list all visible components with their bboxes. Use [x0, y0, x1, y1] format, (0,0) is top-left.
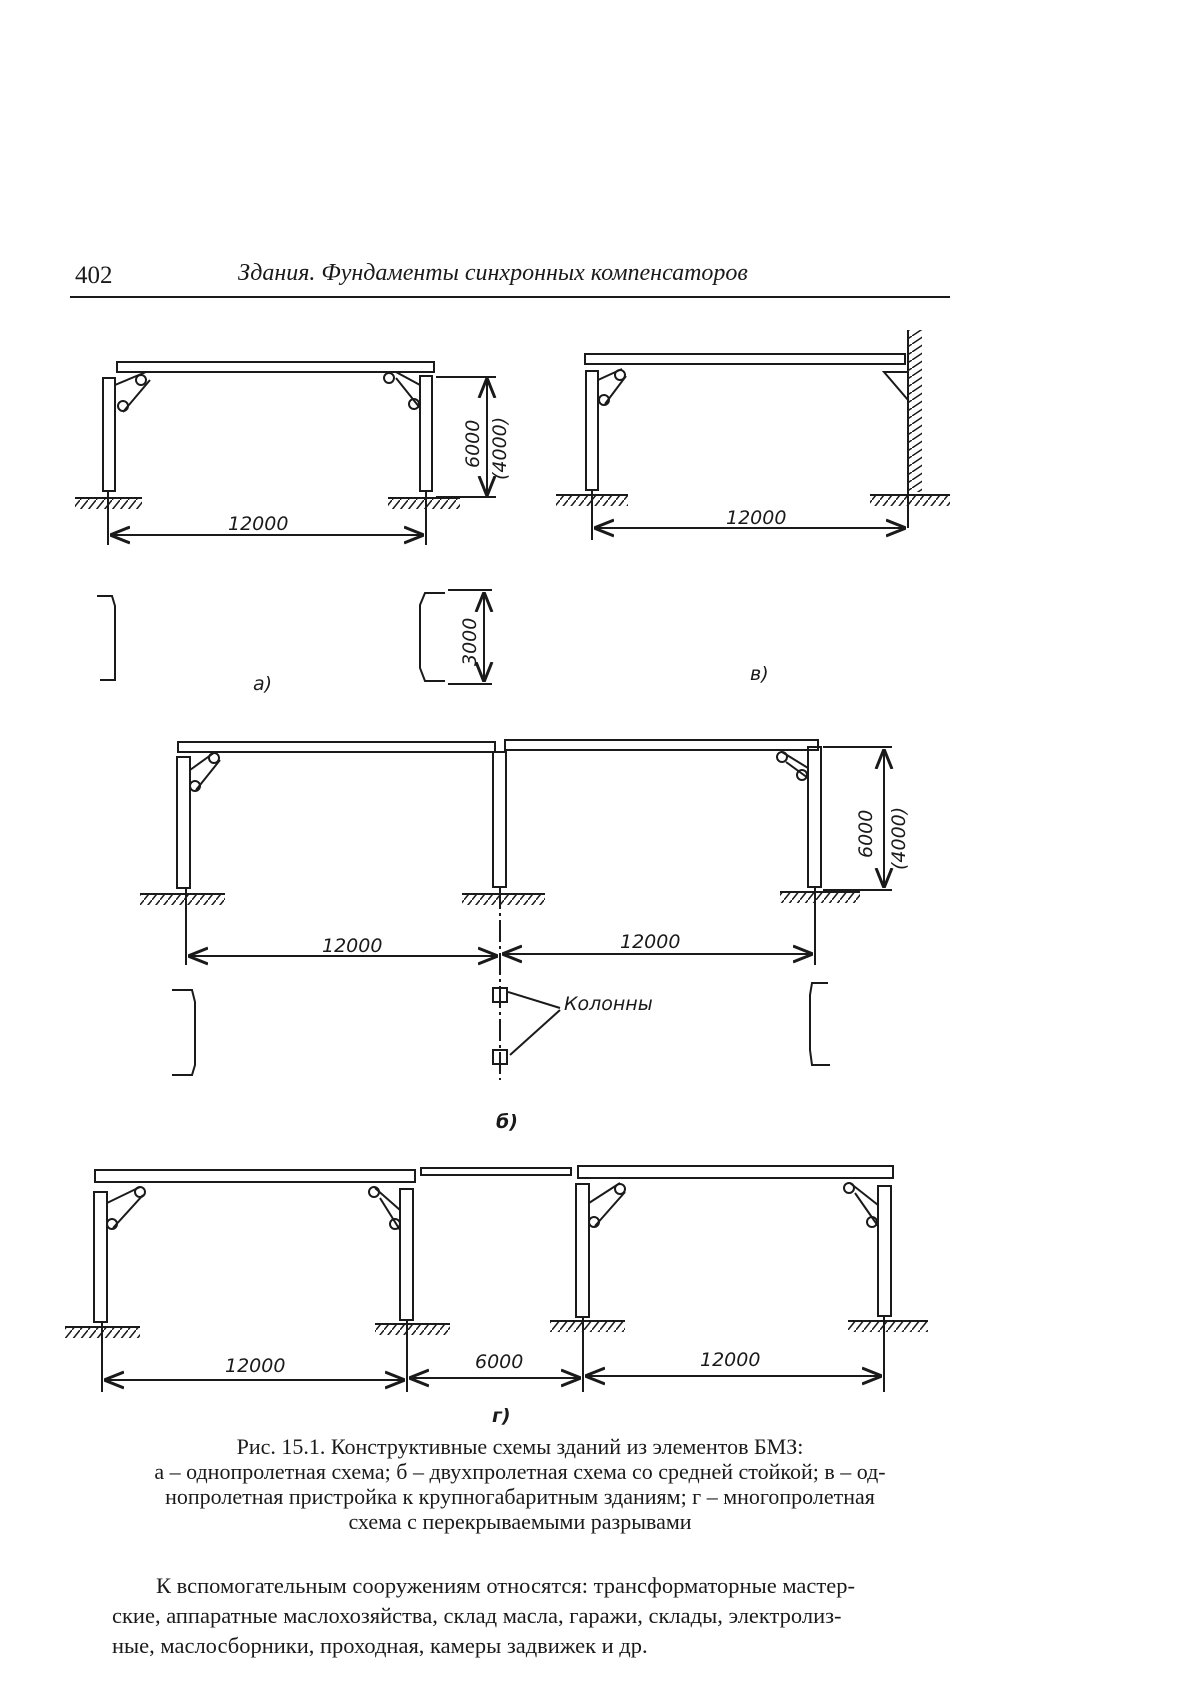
header-rule [70, 296, 950, 298]
dim-g-span-1: 12000 [225, 1355, 285, 1377]
label-v: в) [750, 663, 769, 685]
body-line: ские, аппаратные маслохозяйства, склад м… [112, 1603, 842, 1628]
label-g: г) [492, 1405, 511, 1427]
dim-a-height: 6000 [462, 420, 484, 468]
dim-g-span-3: 12000 [700, 1349, 760, 1371]
dim-a-height-alt: (4000) [489, 417, 511, 480]
running-title: Здания. Фундаменты синхронных компенсато… [238, 260, 748, 286]
figure-caption: Рис. 15.1. Конструктивные схемы зданий и… [80, 1434, 960, 1534]
dim-v-span: 12000 [726, 507, 786, 529]
dim-b-height-alt: (4000) [888, 807, 910, 870]
label-a: а) [253, 673, 272, 695]
body-line: ные, маслосборники, проходная, камеры за… [112, 1633, 648, 1658]
scheme-v [556, 330, 950, 540]
dim-b-span-left: 12000 [322, 935, 382, 957]
dim-a-beam-height: 3000 [459, 618, 481, 666]
scheme-a [75, 361, 496, 685]
caption-line: нопролетная пристройка к крупногабаритны… [165, 1484, 875, 1509]
page-number: 402 [75, 262, 113, 289]
scheme-g [65, 1165, 928, 1392]
dim-b-height: 6000 [855, 810, 877, 858]
caption-line: а – однопролетная схема; б – двухпролетн… [154, 1459, 886, 1484]
body-line: К вспомогательным сооружениям относятся:… [156, 1573, 855, 1598]
dim-a-span: 12000 [228, 513, 288, 535]
label-b: б) [496, 1111, 518, 1133]
columns-label: Колонны [564, 993, 653, 1015]
scheme-b [140, 739, 892, 1080]
body-paragraph: К вспомогательным сооружениям относятся:… [112, 1571, 952, 1661]
dim-b-span-right: 12000 [620, 931, 680, 953]
dim-g-span-2: 6000 [475, 1351, 523, 1373]
caption-line: схема с перекрываемыми разрывами [348, 1509, 692, 1534]
caption-line: Рис. 15.1. Конструктивные схемы зданий и… [236, 1434, 804, 1459]
